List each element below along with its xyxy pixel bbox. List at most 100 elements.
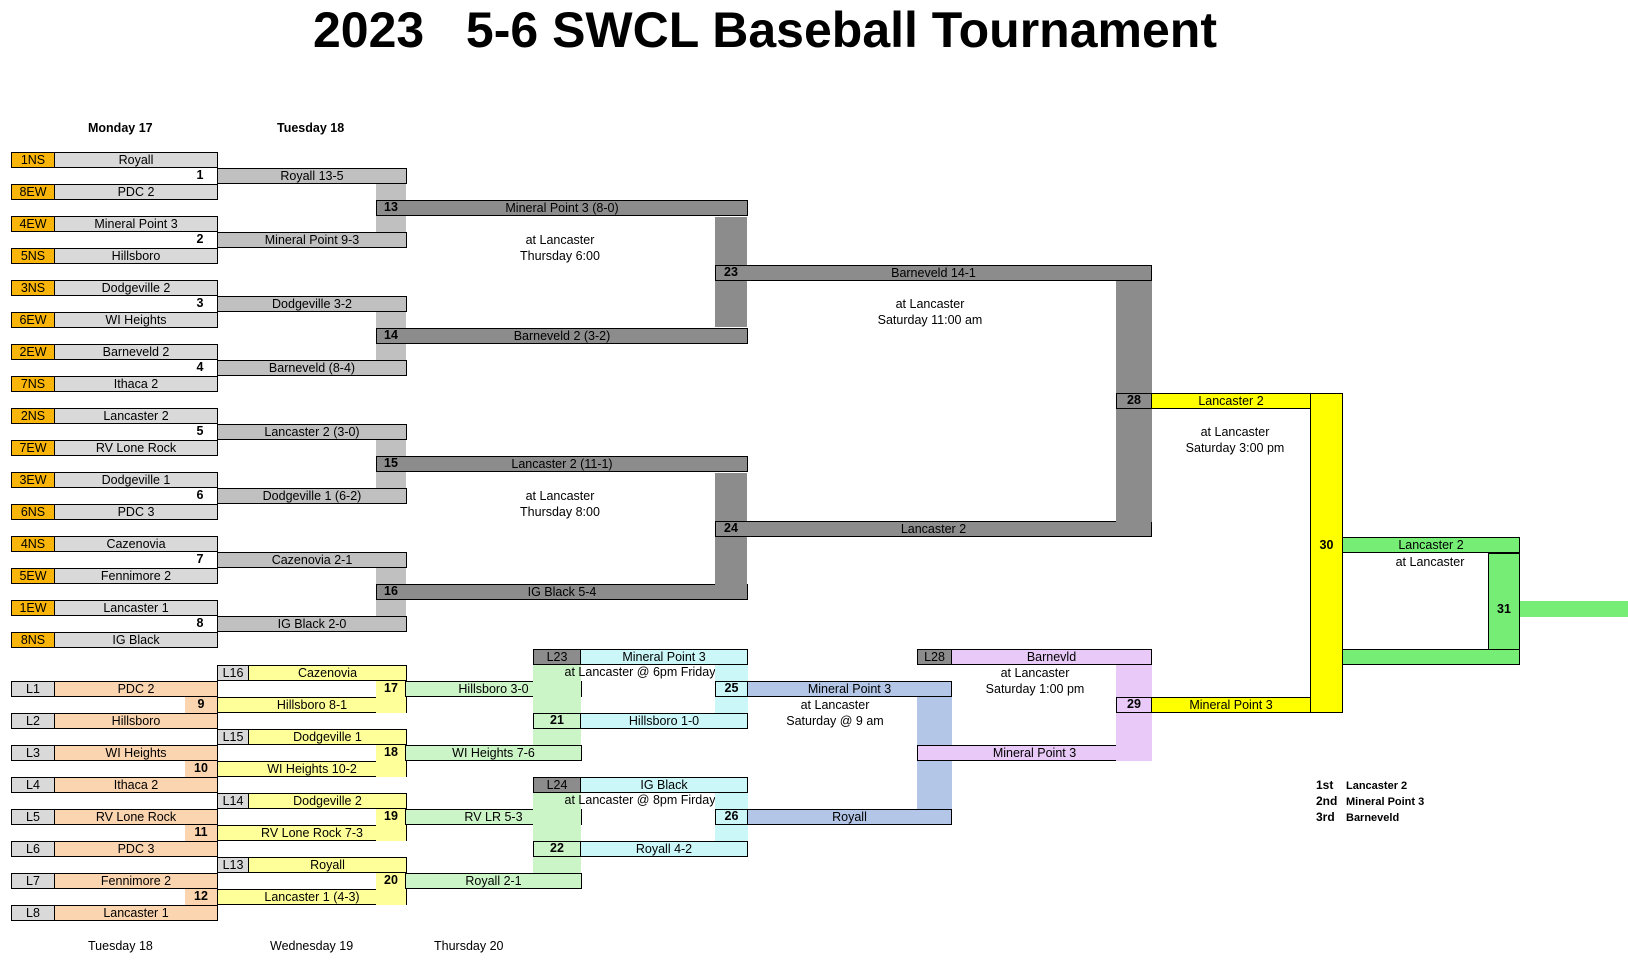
game-5-result: Lancaster 2 (3-0) [217,424,407,440]
game-18-result: WI Heights 7-6 [405,745,582,761]
game-num-11: 11 [194,825,208,839]
team-14: Lancaster 1 [54,600,218,616]
drop-team-L23: Mineral Point 3 [580,649,748,665]
game-num-18: 18 [384,745,398,759]
game-20-result: Royall 2-1 [405,873,582,889]
game-num-24: 24 [724,521,738,535]
game-10-result: WI Heights 10-2 [217,761,407,777]
game-13-result: Mineral Point 3 (8-0) [376,200,748,216]
game-30-note: at Lancaster [1395,555,1465,569]
seed-15: 8NS [11,632,55,648]
game-num-23: 23 [724,265,738,279]
seed-6: 2EW [11,344,55,360]
game-num-label-13: 13 [384,200,398,214]
team-0: Royall [54,152,218,168]
game-8-result: IG Black 2-0 [217,616,407,632]
team-11: PDC 3 [54,504,218,520]
loser-team-1: Hillsboro [54,713,218,729]
lr3-connector-bottom [533,793,581,873]
game-6-result: Dodgeville 1 (6-2) [217,488,407,504]
day-label-wednesday: Wednesday 19 [270,939,354,953]
game-num-7: 7 [196,552,204,566]
lr1-connector-11 [185,825,217,841]
seed-1: 8EW [11,184,55,200]
seed-2: 4EW [11,216,55,232]
lr2-connector-20 [376,873,406,905]
loser-team-2: WI Heights [54,745,218,761]
day-label-bottom-tuesday: Tuesday 18 [88,939,153,953]
game-16-result: IG Black 5-4 [376,584,748,600]
seed-14: 1EW [11,600,55,616]
drop-seed-L24: L24 [533,777,581,793]
loser-seed-6: L7 [11,873,55,889]
game-22-result: Royall 4-2 [580,841,748,857]
day-label-tuesday: Tuesday 18 [277,121,345,135]
game-15-result: Lancaster 2 (11-1) [376,456,748,472]
team-3: Hillsboro [54,248,218,264]
game-31-bottom [1342,649,1520,665]
seed-13: 5EW [11,568,55,584]
game-num-28: 28 [1127,393,1141,407]
lr3-connector-top [533,665,581,745]
team-13: Fennimore 2 [54,568,218,584]
losers-r5-bottom: Mineral Point 3 [917,745,1152,761]
loser-team-5: PDC 3 [54,841,218,857]
game-num-10: 10 [194,761,208,775]
game-num-9: 9 [197,697,205,711]
game-30-frame [1310,393,1343,713]
game-num-17: 17 [384,681,398,695]
drop-team-L13: Royall [248,857,407,873]
lr2-connector-18 [376,745,406,777]
loser-seed-4: L5 [11,809,55,825]
loser-seed-1: L2 [11,713,55,729]
g31-output [1520,601,1628,617]
game-23-result: Barneveld 14-1 [715,265,1152,281]
game-25-result: Mineral Point 3 [747,681,952,697]
drop-seed-L15: L15 [217,729,249,745]
game-12-result: Lancaster 1 (4-3) [217,889,407,905]
team-6: Barneveld 2 [54,344,218,360]
game-26-result: Royall [747,809,952,825]
game-num-8: 8 [196,616,204,630]
game-9-result: Hillsboro 8-1 [217,697,407,713]
g29-connector [1116,665,1152,761]
game-num-label-16: 16 [384,584,398,598]
drop-seed-L13: L13 [217,857,249,873]
lr1-connector-12 [185,889,217,905]
game-num-4: 4 [196,360,204,374]
game-num-22: 22 [550,841,564,855]
seed-4: 3NS [11,280,55,296]
loser-seed-3: L4 [11,777,55,793]
game-num-5: 5 [196,424,204,438]
game-num-1: 1 [196,168,204,182]
seed-5: 6EW [11,312,55,328]
game-num-label-15: 15 [384,456,398,470]
game-24-result: Lancaster 2 [715,521,1152,537]
lr1-connector-9 [185,697,217,713]
game-num-label-14: 14 [384,328,398,342]
game-num-12: 12 [194,889,208,903]
seed-8: 2NS [11,408,55,424]
seed-7: 7NS [11,376,55,392]
day-label-thursday: Thursday 20 [434,939,504,953]
game-num-20: 20 [384,873,398,887]
game-31-frame [1488,553,1520,665]
drop-seed-L16: L16 [217,665,249,681]
team-9: RV Lone Rock [54,440,218,456]
drop-note-L24: at Lancaster @ 8pm Firday [564,793,716,807]
team-8: Lancaster 2 [54,408,218,424]
game-21-result: Hillsboro 1-0 [580,713,748,729]
drop-seed-L28: L28 [917,649,952,665]
loser-team-4: RV Lone Rock [54,809,218,825]
game-num-3: 3 [196,296,204,310]
seed-0: 1NS [11,152,55,168]
drop-team-L24: IG Black [580,777,748,793]
loser-team-3: Ithaca 2 [54,777,218,793]
game-num-31: 31 [1497,602,1511,616]
